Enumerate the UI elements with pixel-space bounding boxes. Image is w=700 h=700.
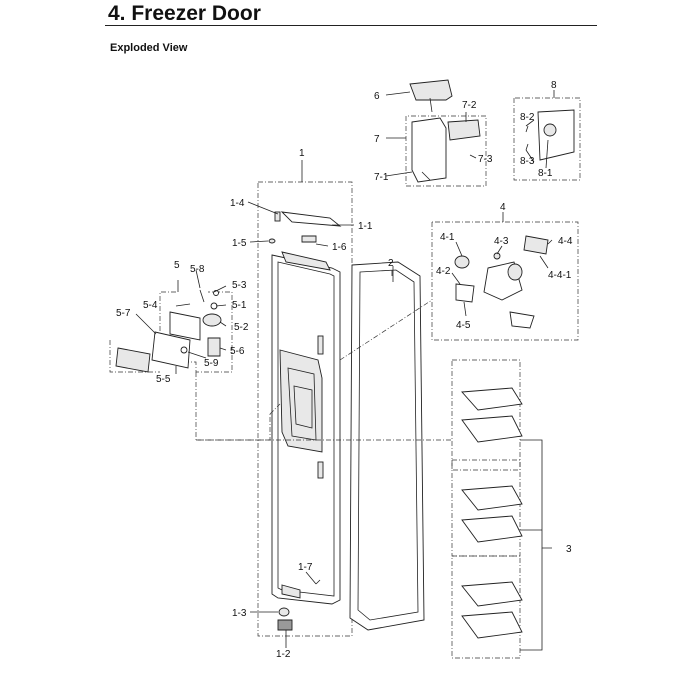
callout-5-7: 5-7 (116, 308, 131, 319)
callout-7-2: 7-2 (462, 100, 477, 111)
gasket-part (349, 261, 425, 631)
callout-7-1: 7-1 (374, 172, 389, 183)
callout-1-5: 1-5 (232, 238, 247, 249)
door-bin-2 (461, 415, 523, 443)
callout-4-4-1: 4-4-1 (548, 270, 572, 281)
callout-1-3: 1-3 (232, 608, 247, 619)
door-bin-1 (461, 387, 523, 411)
callout-5-8: 5-8 (190, 264, 205, 275)
callout-8: 8 (551, 80, 557, 91)
door-bins-group (451, 359, 552, 659)
callout-1: 1 (299, 148, 305, 159)
callout-8-2: 8-2 (520, 112, 535, 123)
callout-5-4: 5-4 (143, 300, 158, 311)
callout-5: 5 (174, 260, 180, 271)
ice-maker-part (537, 109, 575, 161)
pcb-board-part (169, 311, 201, 341)
callout-6: 6 (374, 91, 380, 102)
callout-5-1: 5-1 (232, 300, 247, 311)
callout-1-7: 1-7 (298, 562, 313, 573)
callout-4: 4 (500, 202, 506, 213)
door-gasket-group (349, 261, 425, 631)
callout-7: 7 (374, 134, 380, 145)
leader-lines (135, 91, 553, 648)
dispenser-module-group (431, 212, 579, 341)
hinge-cover-part (409, 79, 453, 101)
callout-5-5: 5-5 (156, 374, 171, 385)
title-divider (105, 25, 597, 26)
callout-4-2: 4-2 (436, 266, 451, 277)
callout-8-1: 8-1 (538, 168, 553, 179)
callout-4-5: 4-5 (456, 320, 471, 331)
door-bin-3 (461, 485, 523, 511)
top-cover-part (280, 211, 342, 227)
callout-2: 2 (388, 258, 394, 269)
top-parts-group (405, 79, 581, 187)
callout-4-3: 4-3 (494, 236, 509, 247)
callout-1-2: 1-2 (276, 649, 291, 660)
callout-1-1: 1-1 (358, 221, 373, 232)
auger-motor-housing (411, 117, 447, 183)
section-subtitle: Exploded View (110, 42, 188, 54)
motor-part (447, 119, 481, 141)
display-cover-part (115, 347, 151, 373)
callout-5-6: 5-6 (230, 346, 245, 357)
callout-5-2: 5-2 (234, 322, 249, 333)
callout-5-3: 5-3 (232, 280, 247, 291)
front-panel-part (151, 331, 191, 369)
callout-4-4: 4-4 (558, 236, 573, 247)
callout-3: 3 (566, 544, 572, 555)
callout-4-1: 4-1 (440, 232, 455, 243)
callout-1-6: 1-6 (332, 242, 347, 253)
door-assembly-group (257, 160, 353, 637)
callout-7-3: 7-3 (478, 154, 493, 165)
callout-5-9: 5-9 (204, 358, 219, 369)
callout-1-4: 1-4 (230, 198, 245, 209)
door-bin-5 (461, 581, 523, 607)
callout-8-3: 8-3 (520, 156, 535, 167)
section-title: 4. Freezer Door (108, 2, 261, 25)
door-bin-4 (461, 515, 523, 543)
dispenser-recess (279, 349, 323, 453)
door-bin-6 (461, 611, 523, 639)
callout-labels: 1 1-1 1-2 1-3 1-4 1-5 1-6 1-7 2 3 4 4-1 … (116, 80, 573, 660)
